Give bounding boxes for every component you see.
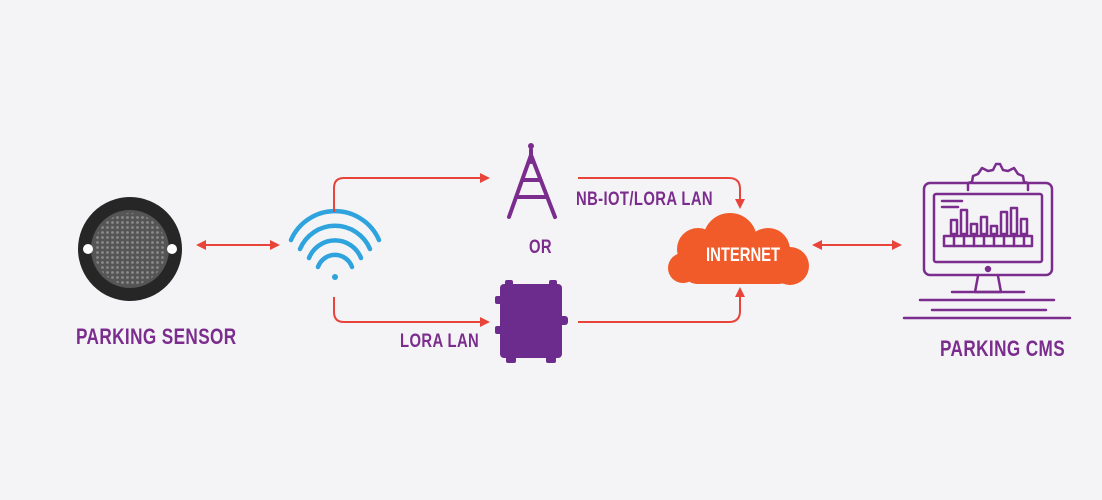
or-label: OR [529, 237, 553, 258]
lora-gateway-icon [495, 280, 568, 363]
tower-cloud-arrow [578, 177, 745, 209]
cell-tower-icon [507, 143, 557, 219]
internet-label: INTERNET [706, 245, 781, 266]
top-link-label: NB-IOT/LORA LAN [576, 189, 714, 210]
wifi-tower-arrow [333, 173, 490, 212]
monitor-dashboard-icon [902, 162, 1072, 320]
cloud-icon [668, 213, 809, 285]
wifi-icon [288, 208, 382, 280]
parking-sensor-label: Parking Sensor [76, 324, 237, 349]
wifi-gateway-arrow [333, 297, 490, 327]
parking-cms-label: Parking CMS [940, 336, 1066, 361]
bottom-link-label: LORA LAN [400, 331, 480, 352]
gateway-cloud-arrow [578, 287, 745, 323]
parking-sensor-icon [78, 197, 182, 301]
